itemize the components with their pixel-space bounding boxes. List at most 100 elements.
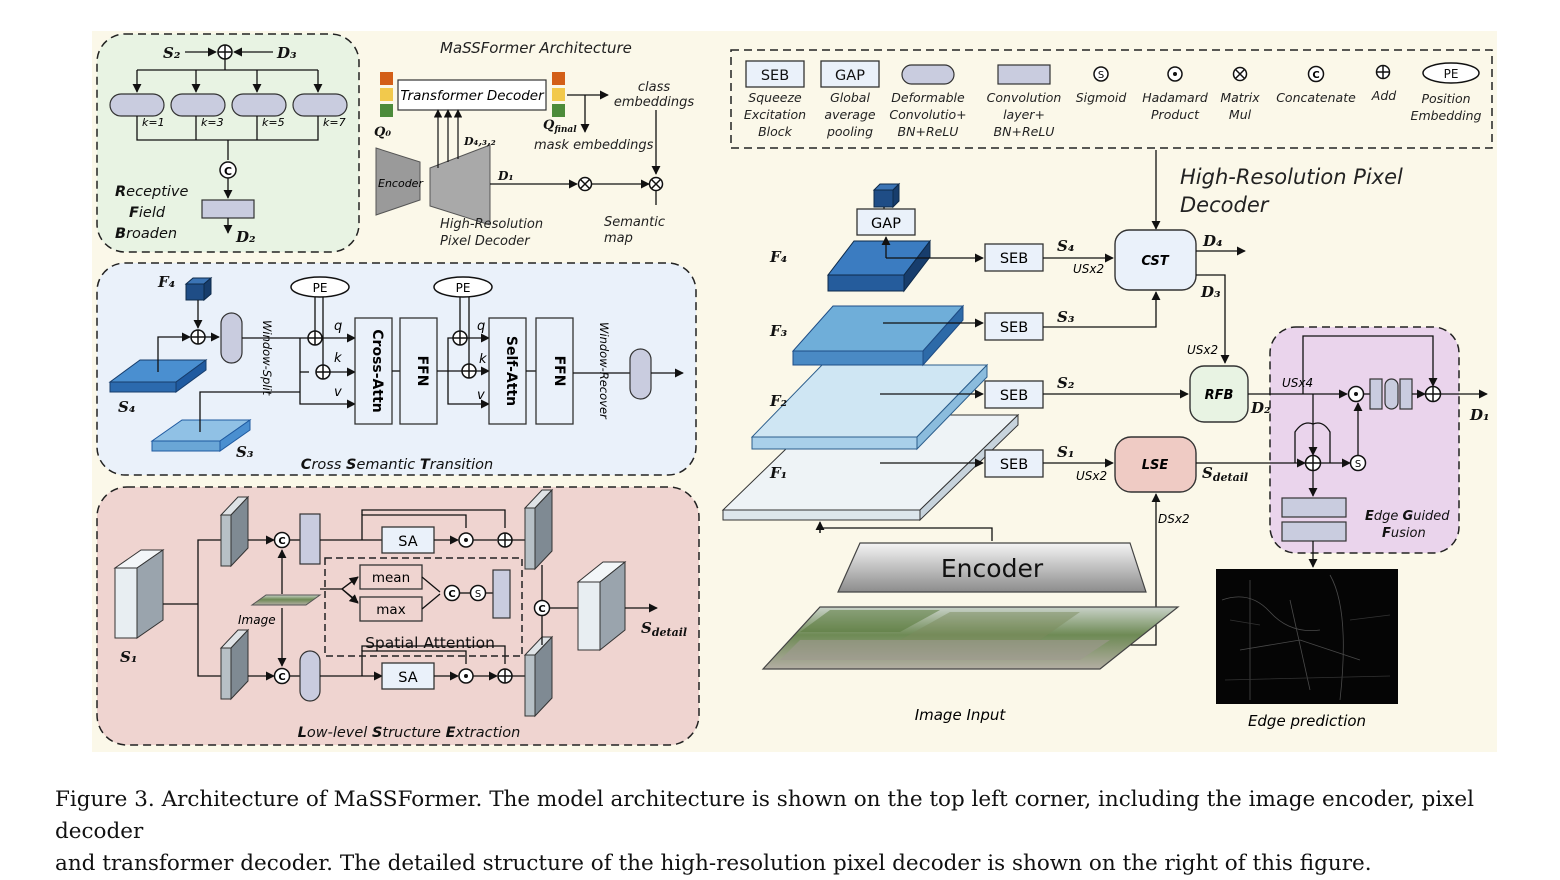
legend-hadamard-desc-1: Hadamard: [1142, 90, 1208, 105]
seb-label-s1: SEB: [1000, 457, 1028, 473]
hrpd-s2-label: S₂: [1057, 374, 1075, 392]
svg-text:C: C: [538, 604, 545, 615]
egf-conv-b: [1281, 521, 1347, 542]
add-icon: [315, 364, 331, 380]
concatenate-icon: C: [443, 584, 461, 602]
add-icon: [1375, 64, 1391, 80]
sigmoid-icon: S: [1093, 66, 1109, 82]
cst-v1-label: v: [334, 385, 342, 400]
usx2-label-s1: USx2: [1076, 469, 1107, 483]
cst-out-deform-conv: [629, 348, 652, 400]
legend-gap-text: GAP: [835, 68, 865, 84]
lse-panel: S₁ C C Image: [96, 486, 700, 746]
architecture-figure: S₂ D₃ k=1 k=3 k=5 k=7 C D₂ Recept: [92, 31, 1497, 752]
overview-title: MaSSFormer Architecture: [440, 39, 632, 57]
legend-pe-desc-1: Position: [1421, 91, 1470, 106]
svg-text:Edge Guided: Edge Guided: [1365, 509, 1450, 524]
lse-title-l-rest: ow-level: [307, 725, 372, 741]
lse-box: [1114, 436, 1197, 493]
cst-pe1-ellipse: [290, 276, 350, 298]
add-icon: [452, 330, 468, 346]
legend-conv-desc-3: BN+ReLU: [994, 124, 1055, 139]
rfb-d3-label: D₃: [276, 44, 297, 62]
hrpd-sdetail-label: Sdetail: [1202, 464, 1248, 484]
q0-label: Q₀: [374, 125, 391, 140]
hrpd-f4-label: F₄: [769, 248, 787, 266]
svg-text:C: C: [278, 672, 285, 683]
k1-label: k=1: [142, 116, 165, 129]
legend-concat-desc: Concatenate: [1276, 90, 1356, 105]
lse-title-e: E: [446, 725, 456, 741]
legend-gap-desc-3: pooling: [826, 124, 873, 139]
egf-conv-layer-1: [1369, 378, 1383, 410]
legend-gap-desc-1: Global: [830, 90, 870, 105]
deform-conv-k3: [170, 93, 226, 117]
egf-title-f: F: [1382, 526, 1391, 541]
lse-title-l: L: [298, 725, 307, 741]
encoder-small-label: Encoder: [378, 177, 424, 190]
cross-attn-label: Cross-Attn: [369, 329, 385, 412]
gap-label: GAP: [871, 216, 901, 232]
rfb-s2-label: S₂: [163, 44, 181, 62]
semantic-map-label-2: map: [604, 231, 633, 246]
cst-ffn2-box: [535, 317, 574, 425]
svg-text:Field: Field: [129, 205, 166, 221]
legend-pe-text: PE: [1444, 67, 1459, 81]
qfinal-query-stack: [552, 72, 565, 117]
add-icon: [497, 668, 513, 684]
hrpd-d3-label: D₃: [1200, 283, 1221, 301]
rfb-box-label: RFB: [1205, 388, 1234, 403]
legend-deform-desc-3: BN+ReLU: [898, 124, 959, 139]
svg-text:Cross Semantic Transition: Cross Semantic Transition: [301, 457, 493, 473]
lse-title-e-rest: xtraction: [454, 725, 520, 741]
add-icon: [190, 329, 206, 345]
class-embeddings-label-1: class: [638, 80, 670, 95]
sa-top-box: [381, 526, 435, 554]
legend-gap-desc-2: average: [824, 107, 875, 122]
add-icon: [461, 363, 477, 379]
mask-embeddings-label: mask embeddings: [534, 138, 654, 153]
cst-q2-label: q: [477, 319, 485, 334]
add-icon: [217, 44, 233, 60]
cst-box-label: CST: [1141, 254, 1169, 269]
pixel-decoder-trapezoid: [429, 144, 491, 226]
rfb-title-b-rest: roaden: [126, 226, 177, 242]
image-input-label: Image Input: [915, 706, 1007, 724]
legend-seb-box: [745, 60, 805, 88]
svg-text:C: C: [1312, 70, 1319, 81]
seb-box-s1: [984, 449, 1044, 478]
transformer-decoder-box: [397, 79, 547, 111]
egf-title-f-rest: usion: [1391, 526, 1426, 541]
cst-title-s: S: [346, 457, 356, 473]
svg-text:Fusion: Fusion: [1382, 526, 1426, 541]
lse-bottom-out-block: [523, 635, 554, 718]
rfb-title-r: R: [115, 184, 126, 200]
legend-seb-desc-2: Excitation: [744, 107, 806, 122]
spatial-attention-label: Spatial Attention: [365, 634, 495, 652]
legend-gap-box: [820, 60, 880, 88]
seb-box-s3: [984, 312, 1044, 341]
class-embeddings-label-2: embeddings: [614, 95, 695, 110]
svg-text:Low-level Structure Extraction: Low-level Structure Extraction: [298, 725, 521, 741]
legend-matmul-desc-1: Matrix: [1220, 90, 1260, 105]
f4-feature-cube: [184, 276, 213, 302]
svg-text:C: C: [224, 165, 232, 178]
mean-label: mean: [372, 570, 410, 586]
transformer-decoder-label: Transformer Decoder: [400, 88, 545, 104]
concatenate-icon: C: [273, 667, 291, 685]
hadamard-icon: [1167, 66, 1183, 82]
f4-feature-layer: [826, 239, 932, 293]
self-attn-label: Self-Attn: [503, 336, 519, 406]
concatenate-icon: C: [273, 531, 291, 549]
lse-title-s: S: [372, 725, 382, 741]
lse-sdetail-label: Sdetail: [641, 619, 687, 639]
image-input-photo: [761, 606, 1180, 670]
lse-box-label: LSE: [1142, 458, 1169, 473]
legend-add-desc: Add: [1371, 88, 1396, 103]
svg-text:C: C: [448, 589, 455, 600]
f3-feature-layer: [791, 304, 965, 367]
legend-sigmoid-desc: Sigmoid: [1076, 90, 1127, 105]
k3-label: k=3: [201, 116, 224, 129]
s1-feature-block: [113, 549, 165, 639]
rfb-panel: S₂ D₃ k=1 k=3 k=5 k=7 C D₂ Recept: [96, 33, 360, 253]
